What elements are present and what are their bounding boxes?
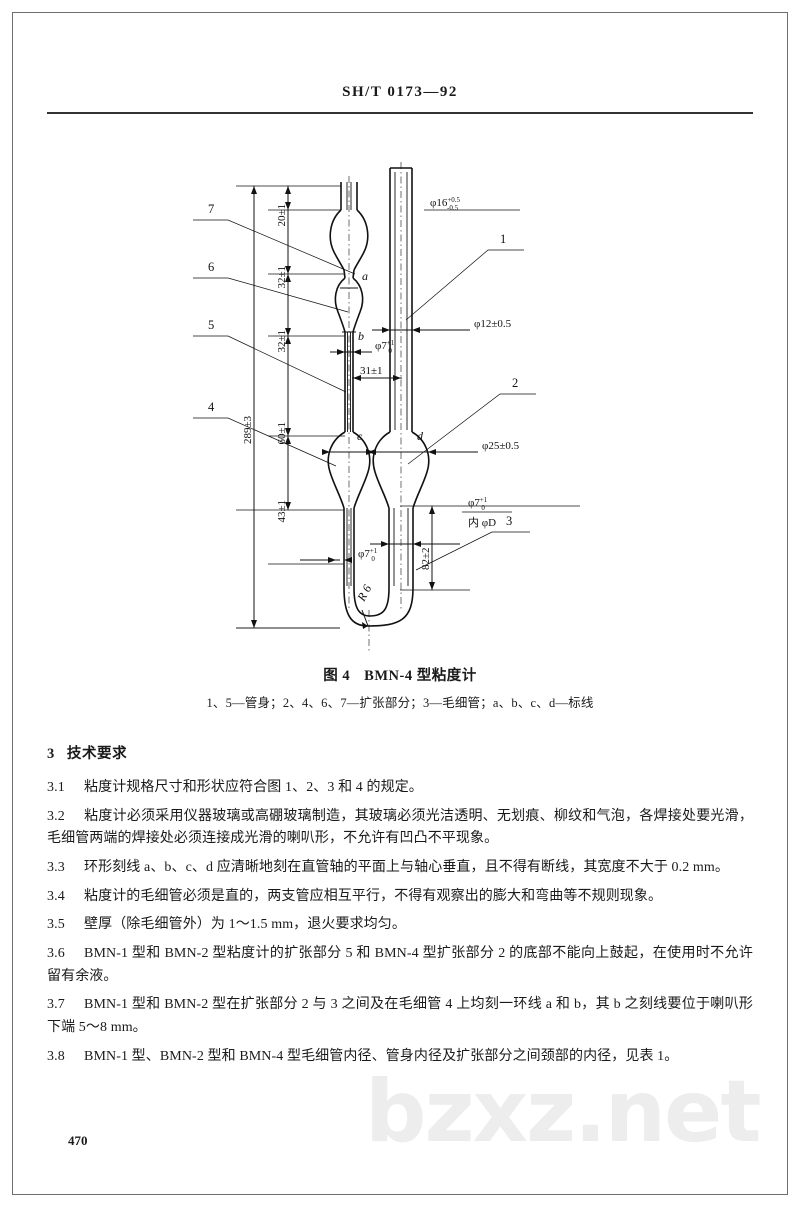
dim-right-tube-diameter: φ12±0.5 [474, 318, 512, 330]
leader-label-3: 3 [506, 514, 512, 528]
clause-number: 3.7 [47, 997, 65, 1013]
left-tube-outline [327, 182, 371, 627]
scale-marks: a b c d [340, 269, 424, 443]
dim-lower-bulb-span: 43±1 [276, 500, 288, 523]
figure-caption: 图 4 BMN-4 型粘度计 [0, 664, 800, 685]
dim-mid-span: 60±1 [276, 422, 288, 445]
clause-text: BMN-1 型和 BMN-2 型粘度计的扩张部分 5 和 BMN-4 型扩张部分… [47, 946, 753, 984]
dim-bulb-a-span: 32±1 [276, 266, 288, 289]
technical-requirements-section: 3 技术要求 3.1 粘度计规格尺寸和形状应符合图 1、2、3 和 4 的规定。 3… [47, 742, 753, 1074]
section-title: 技术要求 [66, 746, 128, 762]
clause-text: 壁厚（除毛细管外）为 1～1.5 mm，退火要求均匀。 [84, 917, 406, 933]
figure-legend: 1、5—管身；2、4、6、7—扩张部分；3—毛细管；a、b、c、d—标线 [206, 696, 594, 710]
section-number: 3 [47, 746, 55, 762]
clause-number: 3.5 [47, 917, 65, 933]
clause-3-5: 3.5 壁厚（除毛细管外）为 1～1.5 mm，退火要求均匀。 [47, 914, 753, 937]
page-number: 470 [68, 1133, 88, 1148]
clause-text: BMN-1 型、BMN-2 型和 BMN-4 型毛细管内径、管身内径及扩张部分之… [84, 1048, 679, 1064]
dim-overall-length: 289±3 [242, 415, 254, 444]
clause-number: 3.4 [47, 888, 65, 904]
clause-text: 环形刻线 a、b、c、d 应清晰地刻在直管轴的平面上与轴心垂直，且不得有断线，其… [84, 860, 730, 876]
clause-text: BMN-1 型和 BMN-2 型在扩张部分 2 与 3 之间及在毛细管 4 上均… [47, 997, 753, 1036]
clause-3-4: 3.4 粘度计的毛细管必须是直的，两支管应相互平行，不得有观察出的膨大和弯曲等不规… [47, 886, 753, 909]
mark-b: b [358, 329, 364, 343]
mark-d: d [417, 429, 424, 443]
clause-3-8: 3.8 BMN-1 型、BMN-2 型和 BMN-4 型毛细管内径、管身内径及扩张… [47, 1046, 753, 1069]
mark-c: c [357, 429, 363, 443]
leader-label-4: 4 [208, 400, 215, 414]
dim-inner-bore: 内 φD [468, 515, 496, 529]
dim-capillary-span: 31±1 [360, 365, 383, 377]
dim-lower-tube-span: 82±2 [420, 547, 432, 570]
right-tube-outline [367, 167, 430, 627]
dim-lower-bulb-diameter: φ25±0.5 [482, 440, 520, 452]
dim-top-to-bulb: 20±1 [276, 204, 288, 227]
clause-3-1: 3.1 粘度计规格尺寸和形状应符合图 1、2、3 和 4 的规定。 [47, 777, 753, 800]
leader-label-2: 2 [512, 376, 518, 390]
watermark: bzxz.net [365, 1062, 761, 1162]
clause-number: 3.3 [47, 860, 65, 876]
clause-number: 3.6 [47, 946, 65, 962]
figure-caption-title: BMN-4 型粘度计 [364, 668, 477, 684]
dim-bulb-b-span: 32±1 [276, 330, 288, 353]
clause-3-3: 3.3 环形刻线 a、b、c、d 应清晰地刻在直管轴的平面上与轴心垂直，且不得有断… [47, 857, 753, 880]
figure-caption-number: 图 4 [323, 668, 351, 684]
header-divider [47, 112, 753, 114]
dim-top-right-tube-diameter: φ16+0.5-0.5 [430, 196, 461, 212]
clause-text: 粘度计的毛细管必须是直的，两支管应相互平行，不得有观察出的膨大和弯曲等不规则现象… [84, 888, 663, 904]
leader-lines: 7 6 5 4 1 2 3 [193, 202, 536, 571]
document-header-code: SH/T 0173—92 [342, 84, 458, 100]
dimension-lines-left: 20±1 32±1 32±1 60±1 43±1 289±3 [236, 185, 345, 629]
clause-number: 3.8 [47, 1048, 65, 1064]
clause-text: 粘度计规格尺寸和形状应符合图 1、2、3 和 4 的规定。 [84, 780, 423, 795]
mark-a: a [362, 269, 368, 283]
clause-text: 粘度计必须采用仪器玻璃或高硼玻璃制造，其玻璃必须光洁透明、无划痕、柳纹和气泡，各… [47, 808, 753, 847]
leader-label-5: 5 [208, 318, 214, 332]
leader-label-7: 7 [208, 202, 214, 216]
leader-label-6: 6 [208, 260, 214, 274]
leader-label-1: 1 [500, 232, 506, 246]
clause-number: 3.1 [47, 780, 65, 795]
dim-bend-radius: R 6 [354, 582, 375, 604]
section-heading: 3 技术要求 [47, 742, 753, 763]
clause-number: 3.2 [47, 808, 65, 824]
